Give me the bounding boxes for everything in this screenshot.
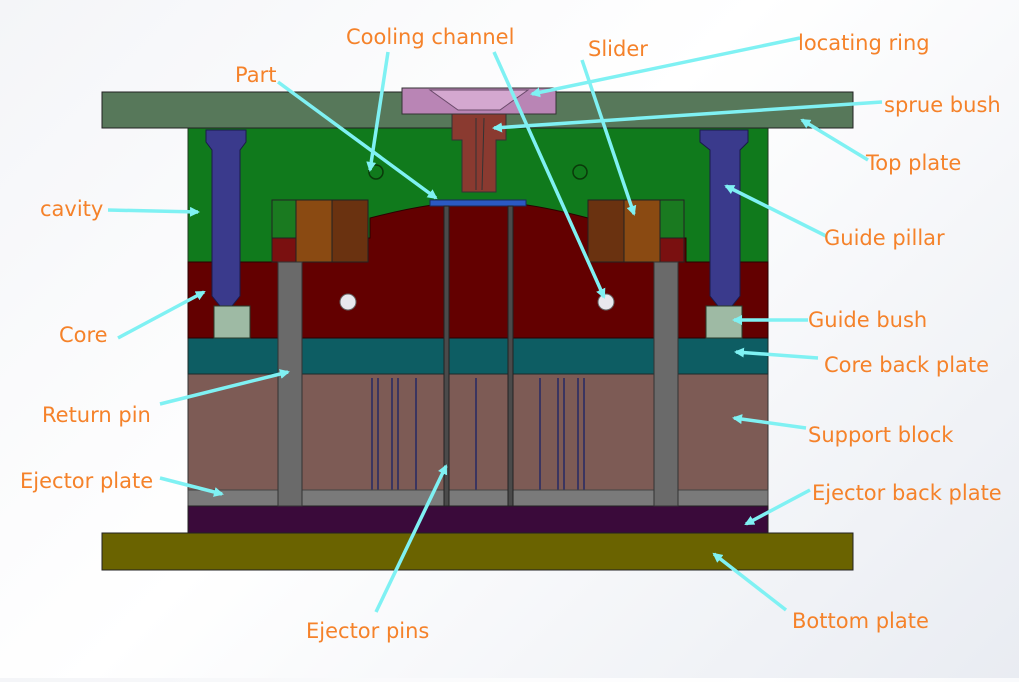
guide-bush-right (705, 305, 743, 339)
leader-support-block (732, 414, 807, 430)
core-back-plate (187, 337, 769, 375)
locating-ring-cone (428, 89, 530, 111)
label-ejector-pins: Ejector pins (306, 619, 429, 643)
sprue-bush (451, 113, 507, 193)
leader-sprue-bush (492, 100, 883, 133)
leader-return-pin (159, 369, 290, 406)
label-guide-bush: Guide bush (808, 308, 927, 332)
cooling-channel-hole (572, 164, 588, 180)
label-core-back-plate: Core back plate (824, 353, 989, 377)
label-slider: Slider (588, 37, 648, 61)
leader-core-back-plate (734, 347, 819, 360)
label-part: Part (235, 63, 276, 87)
leader-cavity (107, 206, 200, 217)
leader-guide-pillar (724, 184, 827, 238)
label-return-pin: Return pin (42, 403, 151, 427)
leader-ejector-pins (374, 464, 448, 613)
bottom-plate (101, 532, 854, 571)
label-sprue-bush: sprue bush (884, 93, 1001, 117)
leader-core (117, 290, 206, 340)
leader-locating-ring (530, 36, 801, 98)
ejector-pin (443, 205, 450, 507)
molded-part (429, 199, 527, 207)
ejector-pin (507, 205, 514, 507)
leader-top-plate (800, 118, 869, 162)
return-pin-left (277, 261, 303, 507)
ejector-back-plate (187, 505, 769, 534)
label-ejector-plate: Ejector plate (20, 469, 153, 493)
mold-assembly (101, 87, 854, 571)
label-locating-ring: locating ring (798, 31, 930, 55)
label-bottom-plate: Bottom plate (792, 609, 929, 633)
labels: Cooling channel Slider locating ring Par… (20, 25, 1002, 643)
leader-part (276, 80, 438, 200)
guide-pillar-left (205, 129, 247, 307)
pin-grooves (371, 378, 585, 490)
leader-ejector-plate (159, 476, 224, 497)
label-cooling-channel: Cooling channel (346, 25, 514, 49)
cooling-channel-hole (597, 293, 615, 311)
leader-ejector-back-plate (744, 488, 811, 526)
support-block (187, 373, 769, 495)
leader-lines (107, 36, 883, 613)
leader-bottom-plate (712, 552, 788, 612)
label-top-plate: Top plate (865, 151, 961, 175)
cooling-channel-hole (339, 293, 357, 311)
label-guide-pillar: Guide pillar (824, 226, 945, 250)
label-ejector-back-plate: Ejector back plate (812, 481, 1002, 505)
label-cavity: cavity (40, 197, 103, 221)
slider-right (587, 199, 685, 263)
return-pin-right (653, 261, 679, 507)
slider-left (271, 199, 369, 263)
label-core: Core (59, 323, 108, 347)
guide-bush-left (213, 305, 251, 339)
leader-slider (580, 59, 637, 216)
label-support-block: Support block (808, 423, 954, 447)
ejector-plate (187, 489, 769, 507)
leader-cooling-channel-b (492, 51, 606, 299)
